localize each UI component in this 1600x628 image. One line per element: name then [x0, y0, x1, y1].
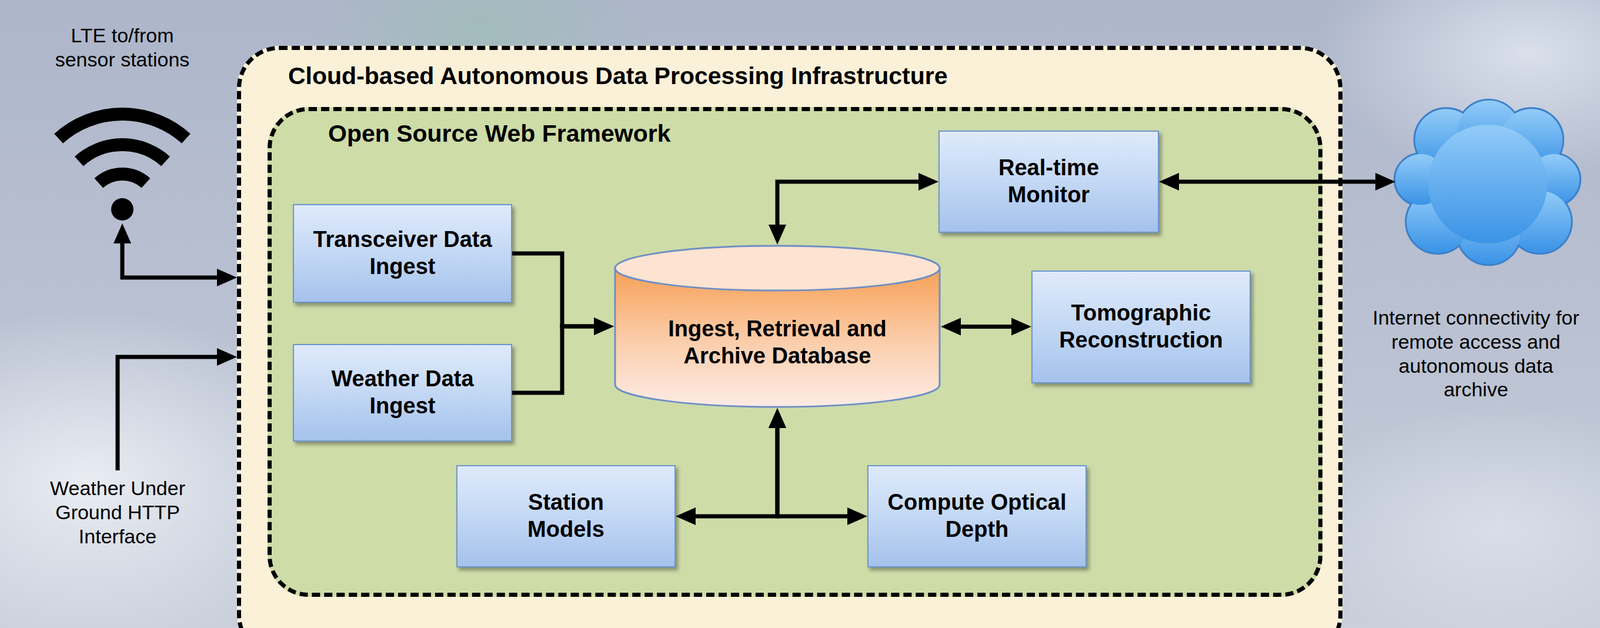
process-box: Real-time Monitor [938, 130, 1159, 233]
process-box: Transceiver Data Ingest [292, 204, 513, 303]
box-label: Transceiver Data Ingest [308, 226, 497, 280]
arrowhead [1375, 172, 1396, 191]
connector [113, 223, 237, 287]
process-box: Tomographic Reconstruction [1031, 270, 1251, 384]
connector [117, 348, 237, 471]
database-cylinder: Ingest, Retrieval and Archive Database [613, 244, 941, 409]
cloud-shape [1391, 97, 1584, 271]
cylinder-top [615, 245, 940, 291]
source-label: Weather Under Ground HTTP Interface [41, 476, 195, 549]
wifi-arc [78, 144, 166, 162]
box-label: Real-time Monitor [960, 154, 1138, 209]
arrowhead [216, 348, 237, 366]
wifi-arc [58, 114, 187, 139]
lte-antenna-node: LTE to/from sensor stations [45, 23, 199, 224]
box-label: Compute Optical Depth [883, 489, 1072, 543]
source-node: Weather Under Ground HTTP Interface [41, 470, 195, 553]
connector-line [122, 242, 219, 278]
arrowhead [113, 223, 132, 244]
wifi-dot [111, 198, 134, 221]
connector-line [959, 324, 1013, 329]
container-region: Cloud-based Autonomous Data Processing I… [236, 45, 1343, 628]
region-title: Open Source Web Framework [328, 119, 671, 149]
cloud-outline [1428, 124, 1548, 244]
connector-line [117, 356, 219, 471]
region-title: Cloud-based Autonomous Data Processing I… [288, 61, 948, 91]
process-box: Compute Optical Depth [867, 465, 1087, 568]
process-box: Weather Data Ingest [292, 343, 513, 442]
box-label: Tomographic Reconstruction [1047, 299, 1236, 354]
box-label: Weather Data Ingest [320, 365, 486, 420]
wifi-arc [98, 174, 146, 183]
box-label: Station Models [489, 489, 643, 543]
arrowhead [216, 268, 237, 287]
cloud-fill [1428, 124, 1548, 244]
database-label: Ingest, Retrieval and Archive Database [653, 315, 901, 370]
cloud-label: Internet connectivity for remote access … [1364, 305, 1588, 402]
connector-line [1177, 179, 1377, 185]
antenna-label: LTE to/from sensor stations [45, 23, 199, 72]
process-box: Station Models [456, 465, 676, 568]
internet-cloud: Internet connectivity for remote access … [1391, 97, 1584, 271]
